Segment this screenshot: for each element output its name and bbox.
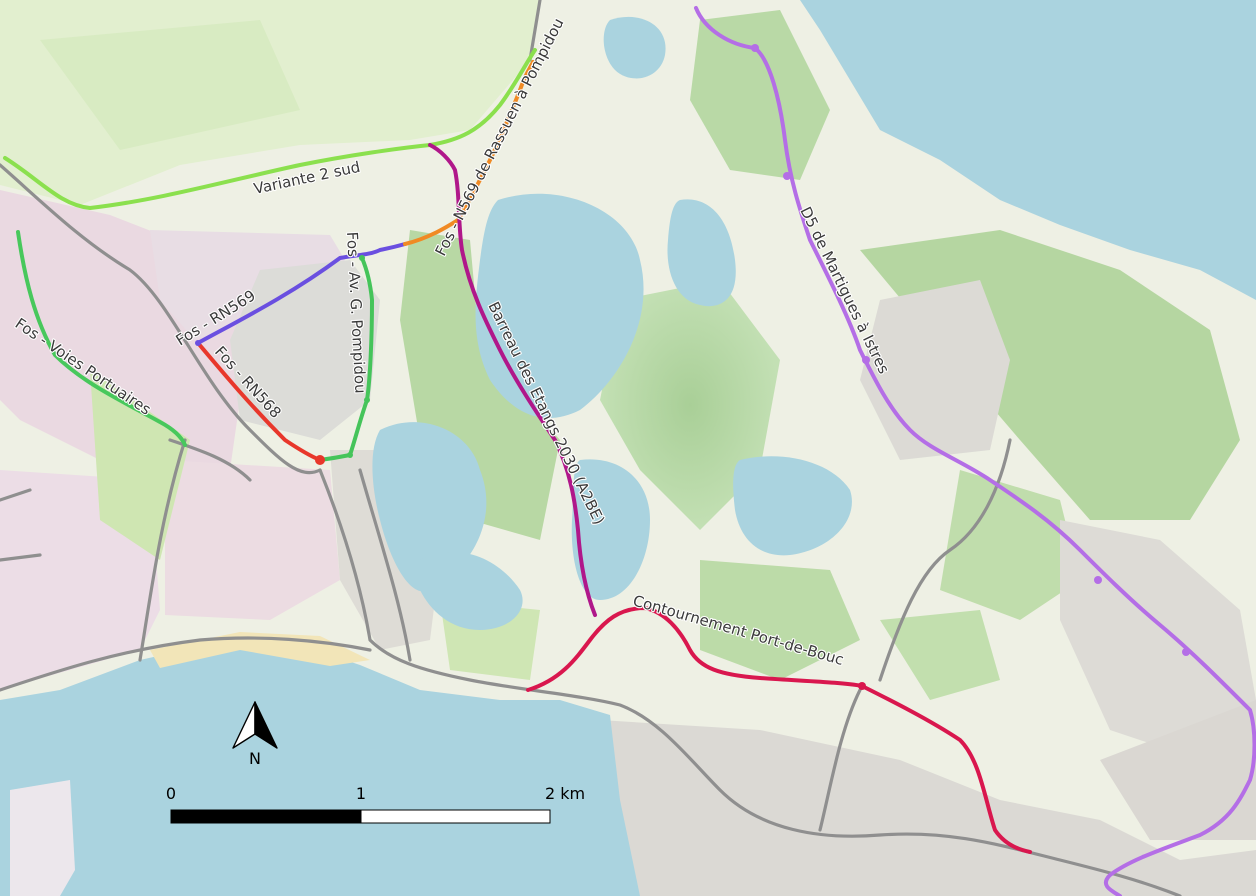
route-d5-martigues-istres bbox=[694, 6, 1256, 896]
route-node bbox=[862, 356, 870, 364]
forest-area bbox=[690, 10, 830, 180]
harbour-quay bbox=[10, 780, 75, 896]
route-node bbox=[364, 397, 370, 403]
route-fos-voies-portuaires bbox=[16, 230, 187, 447]
sea-water bbox=[800, 0, 1256, 300]
route-nodes bbox=[195, 44, 1190, 690]
sea-water bbox=[0, 640, 640, 896]
road-major bbox=[168, 438, 252, 482]
route-node bbox=[359, 255, 365, 261]
route-node bbox=[858, 682, 866, 690]
lake-etang-estomac bbox=[420, 551, 523, 630]
north-arrow-icon bbox=[254, 701, 278, 749]
road-major bbox=[0, 636, 372, 692]
lake-etang-citis bbox=[667, 199, 736, 307]
industrial-zone bbox=[165, 460, 340, 620]
route-fos-av-pompidou bbox=[318, 256, 374, 462]
route-fos-rn569 bbox=[196, 242, 407, 345]
industrial-zone bbox=[150, 230, 345, 340]
route-fos-rn568 bbox=[196, 341, 322, 462]
road-major bbox=[528, 0, 542, 62]
route-node bbox=[347, 452, 353, 458]
road-major bbox=[0, 163, 322, 475]
road-major bbox=[0, 488, 42, 562]
road-major bbox=[818, 688, 862, 832]
route-node bbox=[783, 172, 791, 180]
scale-tick-0: 0 bbox=[166, 784, 176, 803]
road-major bbox=[138, 438, 187, 662]
lake-small-north bbox=[603, 16, 666, 79]
route-node bbox=[1094, 576, 1102, 584]
route-contournement-port-de-bouc bbox=[526, 606, 1032, 854]
route-node bbox=[195, 340, 201, 346]
forest-area bbox=[880, 610, 1000, 700]
route-barreau-des-etangs bbox=[428, 143, 597, 617]
route-node bbox=[751, 44, 759, 52]
route-fos-n569-rassuen bbox=[403, 60, 535, 246]
scale-bar-segment-black bbox=[170, 809, 362, 824]
residential-area bbox=[600, 720, 1256, 896]
lake-etang-lavalduc bbox=[475, 193, 644, 419]
scale-bar: 0 1 2 km bbox=[166, 784, 585, 824]
route-variante-2-sud bbox=[3, 48, 537, 210]
north-arrow-label: N bbox=[249, 749, 261, 768]
route-node bbox=[1182, 648, 1190, 656]
road-major bbox=[358, 468, 412, 662]
forest-area bbox=[600, 280, 780, 530]
junction-node bbox=[315, 455, 325, 465]
scale-tick-1: 1 bbox=[356, 784, 366, 803]
residential-area bbox=[1100, 700, 1256, 840]
scale-bar-segment-white bbox=[360, 809, 551, 824]
lake-etang-engrenier bbox=[372, 422, 487, 592]
north-arrow: N bbox=[232, 701, 278, 768]
lake-etang-rassuen bbox=[733, 456, 852, 556]
lake-etang-pourra bbox=[571, 459, 650, 600]
scale-tick-2: 2 km bbox=[545, 784, 585, 803]
forest-area bbox=[940, 470, 1080, 620]
farmland-area bbox=[40, 20, 300, 150]
forest-area bbox=[700, 560, 860, 680]
